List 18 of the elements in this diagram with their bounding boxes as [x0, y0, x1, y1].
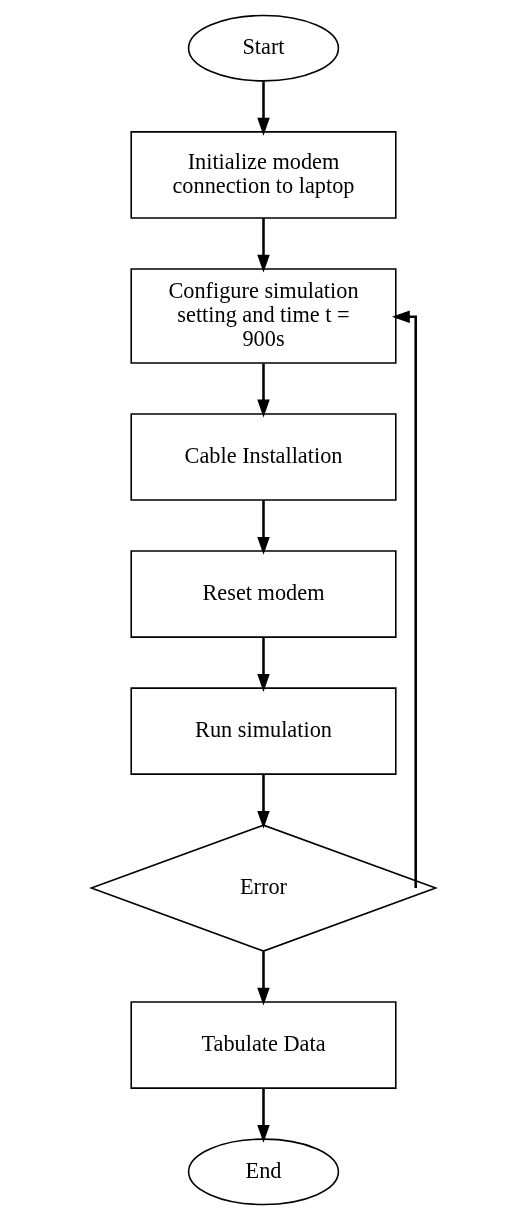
node-box: Reset modem [129, 550, 397, 638]
node-diamond: Error [88, 824, 438, 952]
node-box: Cable Installation [129, 413, 397, 501]
node-box: Configure simulation setting and time t = 900s [129, 268, 397, 364]
node-box: Run simulation [129, 687, 397, 775]
node-ellipse: Start [187, 14, 339, 82]
arrow [256, 1088, 270, 1143]
arrow [256, 637, 270, 692]
arrow [256, 81, 270, 136]
node-ellipse: End [187, 1138, 339, 1206]
arrow [256, 500, 270, 555]
arrow [256, 774, 270, 829]
arrow [256, 218, 270, 273]
node-box: Initialize modem connection to laptop [129, 131, 397, 219]
arrow [391, 310, 417, 889]
arrow [256, 363, 270, 418]
node-box: Tabulate Data [129, 1001, 397, 1089]
arrow [256, 951, 270, 1006]
